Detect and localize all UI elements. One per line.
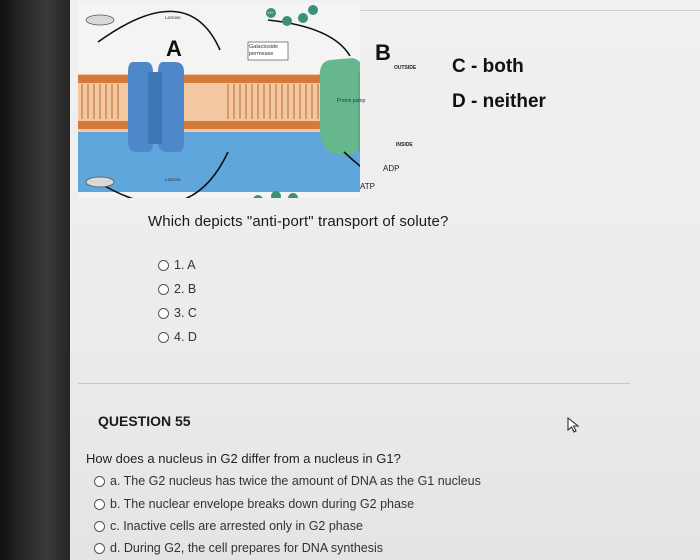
arrow-b-top	[267, 19, 351, 57]
answer-option-label: d. During G2, the cell prepares for DNA …	[110, 541, 384, 555]
question-55-text: How does a nucleus in G2 differ from a n…	[86, 451, 401, 466]
arrow-b-bottom	[343, 151, 360, 168]
answer-option-4[interactable]: 4. D	[158, 330, 197, 344]
lactose-label-bottom: Lactose	[165, 177, 181, 182]
proton-circles	[253, 5, 318, 198]
hplus-label: H+	[268, 10, 274, 15]
lipid-bilayer	[78, 74, 360, 132]
answer-option-a[interactable]: a. The G2 nucleus has twice the amount o…	[94, 474, 481, 488]
arrow-a-bottom	[97, 151, 229, 198]
answer-option-d[interactable]: d. During G2, the cell prepares for DNA …	[94, 541, 383, 555]
radio-button[interactable]	[158, 283, 169, 295]
answer-option-label: 4. D	[174, 330, 197, 344]
answer-option-1[interactable]: 1. A	[158, 258, 196, 272]
device-bezel	[0, 0, 78, 560]
proton-pump	[319, 58, 360, 155]
answer-option-label: 2. B	[174, 282, 197, 296]
galactoside-permease-label: Galactoside permease	[249, 44, 279, 57]
radio-button[interactable]	[94, 542, 105, 554]
radio-button[interactable]	[94, 520, 105, 532]
lactose-label-top: Lactose	[165, 15, 181, 20]
mouse-cursor-icon	[567, 417, 580, 433]
radio-button[interactable]	[94, 498, 105, 510]
question-divider	[78, 383, 630, 384]
radio-button[interactable]	[158, 331, 169, 343]
question-1-text: Which depicts "anti-port" transport of s…	[148, 213, 449, 230]
option-d-label: D - neither	[452, 91, 546, 112]
galactoside-permease-channel	[128, 62, 184, 152]
option-c-label: C - both	[452, 56, 524, 77]
question-55-header: QUESTION 55	[98, 413, 191, 429]
answer-option-label: c. Inactive cells are arrested only in G…	[110, 519, 363, 533]
outside-label: OUTSIDE	[394, 65, 417, 71]
radio-button[interactable]	[158, 259, 169, 271]
inside-label: INSIDE	[396, 142, 413, 148]
answer-option-b[interactable]: b. The nuclear envelope breaks down duri…	[94, 497, 414, 511]
label-a: A	[166, 36, 182, 61]
answer-option-label: 1. A	[174, 258, 196, 272]
lactose-molecule-bottom	[85, 176, 115, 188]
adp-label: ADP	[383, 164, 400, 173]
diagram-svg	[78, 2, 360, 198]
lactose-molecule-top	[85, 14, 115, 26]
top-divider	[102, 10, 700, 11]
answer-option-label: a. The G2 nucleus has twice the amount o…	[110, 474, 481, 488]
proton-pump-label: Proton pump	[336, 98, 366, 104]
answer-option-label: 3. C	[174, 306, 197, 320]
radio-button[interactable]	[94, 475, 105, 487]
permease-label-box	[247, 41, 289, 61]
arrow-a-top	[97, 10, 221, 51]
inside-region	[78, 130, 360, 192]
atp-label: ATP	[360, 182, 375, 191]
membrane-transport-diagram: A B Lactose Lactose Galactoside permease…	[78, 2, 416, 198]
answer-option-label: b. The nuclear envelope breaks down duri…	[110, 497, 415, 511]
label-b: B	[375, 40, 391, 65]
answer-option-3[interactable]: 3. C	[158, 306, 197, 320]
answer-option-c[interactable]: c. Inactive cells are arrested only in G…	[94, 519, 363, 533]
answer-option-2[interactable]: 2. B	[158, 282, 196, 296]
radio-button[interactable]	[158, 307, 169, 319]
